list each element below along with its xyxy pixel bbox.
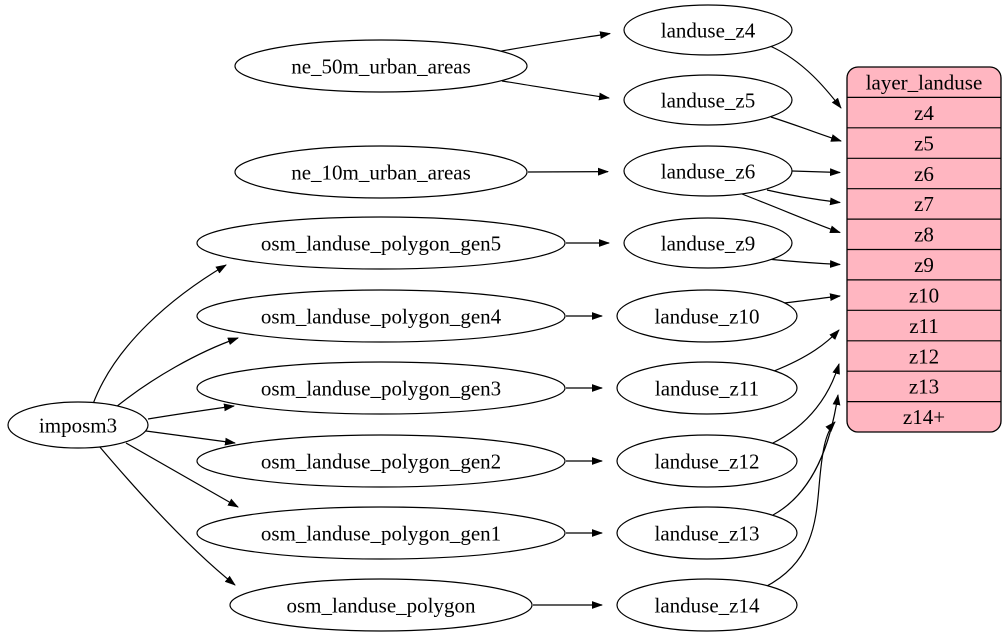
osm_landuse_polygon_gen3-ellipse xyxy=(196,361,566,415)
osm_landuse_polygon-label: osm_landuse_polygon xyxy=(287,594,476,618)
osm_landuse_polygon_gen3-label: osm_landuse_polygon_gen3 xyxy=(261,377,501,401)
node-landuse_z13: landuse_z13 xyxy=(616,506,798,560)
edge-ne_50m_urban_areas-to-landuse_z4 xyxy=(495,31,611,53)
node-landuse_z11: landuse_z11 xyxy=(616,361,798,415)
edge-layer xyxy=(92,31,842,609)
node-ne_10m_urban_areas: ne_10m_urban_areas xyxy=(234,145,528,199)
landuse_z9-label: landuse_z9 xyxy=(661,232,755,256)
edge-landuse_z9-to-layer_landuse-z9 xyxy=(766,258,841,268)
node-imposm3: imposm3 xyxy=(7,401,149,449)
landuse_z11-label: landuse_z11 xyxy=(655,377,759,401)
landuse_z13-ellipse xyxy=(616,506,798,560)
edge-imposm3-to-osm_landuse_polygon_gen2 xyxy=(145,430,236,446)
osm_landuse_polygon_gen4-label: osm_landuse_polygon_gen4 xyxy=(261,305,502,329)
table-title: layer_landuse xyxy=(866,71,983,95)
node-layer: imposm3 ne_50m_urban_areas ne_10m_urban_… xyxy=(7,4,798,632)
osm_landuse_polygon_gen1-label: osm_landuse_polygon_gen1 xyxy=(261,522,501,546)
edge-landuse_z13-to-layer_landuse-z13 xyxy=(772,394,841,516)
osm_landuse_polygon_gen5-ellipse xyxy=(196,216,566,270)
node-landuse_z14: landuse_z14 xyxy=(616,578,798,632)
landuse_z14-ellipse xyxy=(616,578,798,632)
landuse_z10-ellipse xyxy=(616,289,798,343)
ne_10m_urban_areas-label: ne_10m_urban_areas xyxy=(291,161,471,185)
landuse_z6-ellipse xyxy=(623,145,793,197)
edge-imposm3-to-osm_landuse_polygon_gen3 xyxy=(147,403,235,420)
layer-landuse-table: layer_landuse z4 z5 z6 z7 z8 z9 z10 z11 … xyxy=(846,66,1002,433)
node-osm_landuse_polygon_gen5: osm_landuse_polygon_gen5 xyxy=(196,216,566,270)
imposm3-label: imposm3 xyxy=(39,414,117,438)
edge-landuse_z11-to-layer_landuse-z11 xyxy=(773,329,840,372)
landuse_z12-ellipse xyxy=(616,434,798,488)
edge-landuse_z5-to-layer_landuse-z5 xyxy=(770,116,842,142)
node-osm_landuse_polygon: osm_landuse_polygon xyxy=(229,578,533,632)
landuse_z10-label: landuse_z10 xyxy=(655,305,760,329)
table-row-z14plus: z14+ xyxy=(903,405,945,429)
landuse_z4-label: landuse_z4 xyxy=(661,19,756,43)
table-row-z11: z11 xyxy=(909,314,939,338)
landuse_z5-ellipse xyxy=(623,74,793,126)
node-landuse_z4: landuse_z4 xyxy=(623,4,793,56)
landuse_z5-label: landuse_z5 xyxy=(661,89,755,113)
landuse_z12-label: landuse_z12 xyxy=(655,450,760,474)
node-landuse_z9: landuse_z9 xyxy=(623,217,793,269)
ne_10m_urban_areas-ellipse xyxy=(234,145,528,199)
node-osm_landuse_polygon_gen1: osm_landuse_polygon_gen1 xyxy=(196,506,566,560)
table-row-z12: z12 xyxy=(909,344,939,368)
node-landuse_z12: landuse_z12 xyxy=(616,434,798,488)
edge-imposm3-to-osm_landuse_polygon_gen1 xyxy=(125,442,239,508)
landuse_z6-label: landuse_z6 xyxy=(661,160,755,184)
node-landuse_z6: landuse_z6 xyxy=(623,145,793,197)
imposm3-ellipse xyxy=(7,401,149,449)
osm_landuse_polygon-ellipse xyxy=(229,578,533,632)
table-row-z8: z8 xyxy=(914,223,934,247)
table-row-z5: z5 xyxy=(914,131,934,155)
osm_landuse_polygon_gen1-ellipse xyxy=(196,506,566,560)
edge-landuse_z14-to-layer_landuse-z14plus xyxy=(764,421,836,588)
node-landuse_z5: landuse_z5 xyxy=(623,74,793,126)
edge-imposm3-to-osm_landuse_polygon xyxy=(98,445,236,586)
landuse_z11-ellipse xyxy=(616,361,798,415)
landuse_z13-label: landuse_z13 xyxy=(655,522,760,546)
node-osm_landuse_polygon_gen3: osm_landuse_polygon_gen3 xyxy=(196,361,566,415)
edge-ne_50m_urban_areas-to-landuse_z5 xyxy=(501,80,610,101)
edge-landuse_z12-to-layer_landuse-z12 xyxy=(770,363,840,445)
edge-imposm3-to-osm_landuse_polygon_gen4 xyxy=(115,337,239,408)
node-osm_landuse_polygon_gen2: osm_landuse_polygon_gen2 xyxy=(196,434,566,488)
edge-imposm3-to-osm_landuse_polygon_gen5 xyxy=(92,264,227,405)
ne_50m_urban_areas-ellipse xyxy=(234,39,528,93)
osm_landuse_polygon_gen4-ellipse xyxy=(196,289,566,343)
table-row-z6: z6 xyxy=(914,162,934,186)
landuse_z14-label: landuse_z14 xyxy=(655,594,760,618)
table-row-z7: z7 xyxy=(914,192,934,216)
node-landuse_z10: landuse_z10 xyxy=(616,289,798,343)
osm_landuse_polygon_gen5-label: osm_landuse_polygon_gen5 xyxy=(261,232,501,256)
table-row-z4: z4 xyxy=(914,101,934,125)
ne_50m_urban_areas-label: ne_50m_urban_areas xyxy=(291,55,471,79)
node-osm_landuse_polygon_gen4: osm_landuse_polygon_gen4 xyxy=(196,289,566,343)
landuse_z4-ellipse xyxy=(623,4,793,56)
edge-landuse_z6-to-layer_landuse-z6 xyxy=(791,168,841,177)
osm_landuse_polygon_gen2-label: osm_landuse_polygon_gen2 xyxy=(261,450,501,474)
edge-landuse_z10-to-layer_landuse-z10 xyxy=(783,293,841,304)
edge-landuse_z6-to-layer_landuse-z7 xyxy=(766,189,841,206)
landuse_z9-ellipse xyxy=(623,217,793,269)
osm_landuse_polygon_gen2-ellipse xyxy=(196,434,566,488)
edge-landuse_z6-to-layer_landuse-z8 xyxy=(741,193,841,234)
table-row-z13: z13 xyxy=(909,375,939,399)
node-ne_50m_urban_areas: ne_50m_urban_areas xyxy=(234,39,528,93)
table-row-z9: z9 xyxy=(914,253,934,277)
table-row-z10: z10 xyxy=(909,283,939,307)
edge-landuse_z4-to-layer_landuse-z4 xyxy=(769,45,842,109)
